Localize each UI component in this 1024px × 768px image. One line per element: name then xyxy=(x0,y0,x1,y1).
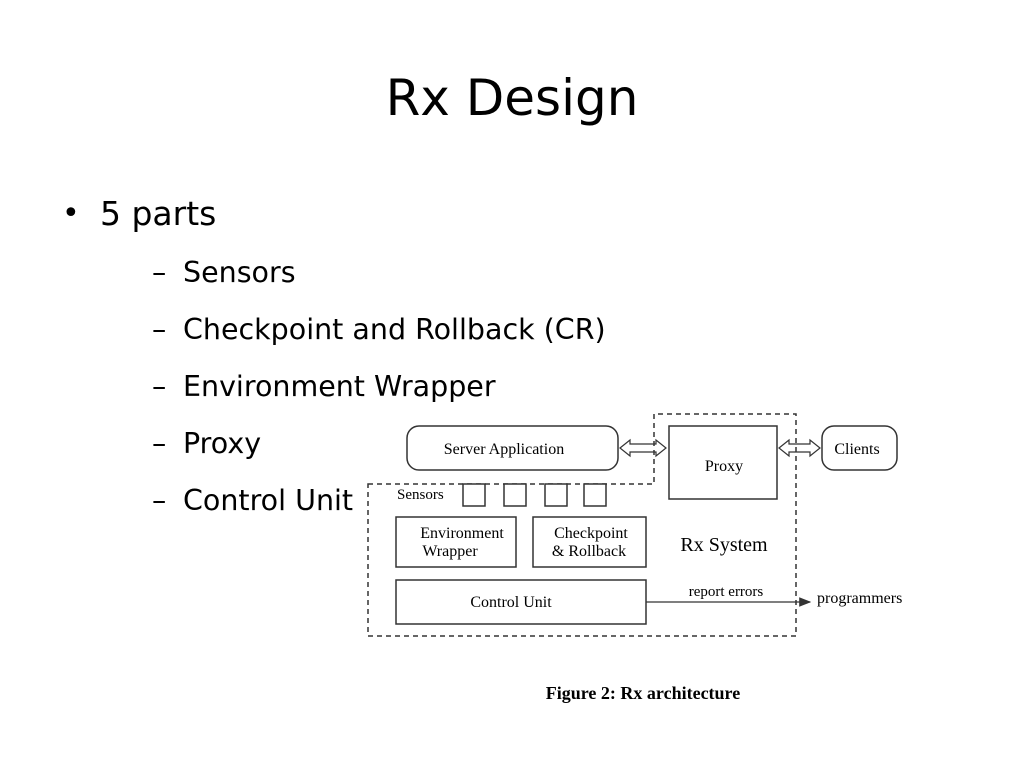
control-unit-label: Control Unit xyxy=(470,594,552,611)
clients-label: Clients xyxy=(834,441,879,458)
sub-bullet-list: –Sensors –Checkpoint and Rollback (CR) –… xyxy=(100,244,606,529)
sub-bullet-label: Environment Wrapper xyxy=(183,370,496,403)
dash-icon: – xyxy=(152,484,167,517)
figure-caption: Figure 2: Rx architecture xyxy=(546,683,740,703)
bullet-list: • 5 parts –Sensors –Checkpoint and Rollb… xyxy=(62,188,606,529)
report-errors-label: report errors xyxy=(689,584,764,600)
dash-icon: – xyxy=(152,427,167,460)
control-unit-box xyxy=(395,579,647,625)
sub-bullet-sensors: –Sensors xyxy=(100,244,606,301)
sub-bullet-label: Proxy xyxy=(183,427,262,460)
sub-bullet-label: Control Unit xyxy=(183,484,354,517)
sub-bullet-control-unit: –Control Unit xyxy=(100,472,606,529)
bullet-dot-icon: • xyxy=(62,196,80,231)
dash-icon: – xyxy=(152,370,167,403)
sub-bullet-checkpoint: –Checkpoint and Rollback (CR) xyxy=(100,301,606,358)
slide-title: Rx Design xyxy=(385,69,639,127)
dash-icon: – xyxy=(152,256,167,289)
checkpoint-rollback-label-line2: & Rollback xyxy=(552,543,626,560)
rx-system-label: Rx System xyxy=(680,534,768,556)
bullet-item-main: • 5 parts –Sensors –Checkpoint and Rollb… xyxy=(62,188,606,529)
server-proxy-double-arrow-icon xyxy=(619,438,667,458)
programmers-label: programmers xyxy=(817,590,902,607)
sub-bullet-proxy: –Proxy xyxy=(100,415,606,472)
dash-icon: – xyxy=(152,313,167,346)
bullet-main-label: 5 parts xyxy=(100,194,217,233)
sub-bullet-environment: –Environment Wrapper xyxy=(100,358,606,415)
proxy-clients-double-arrow-icon xyxy=(778,438,821,458)
clients-box xyxy=(821,425,898,471)
sub-bullet-label: Sensors xyxy=(183,256,296,289)
environment-wrapper-label-line2: Wrapper xyxy=(422,543,478,560)
proxy-label: Proxy xyxy=(705,458,743,475)
proxy-box xyxy=(668,425,778,500)
sub-bullet-label: Checkpoint and Rollback (CR) xyxy=(183,313,606,346)
